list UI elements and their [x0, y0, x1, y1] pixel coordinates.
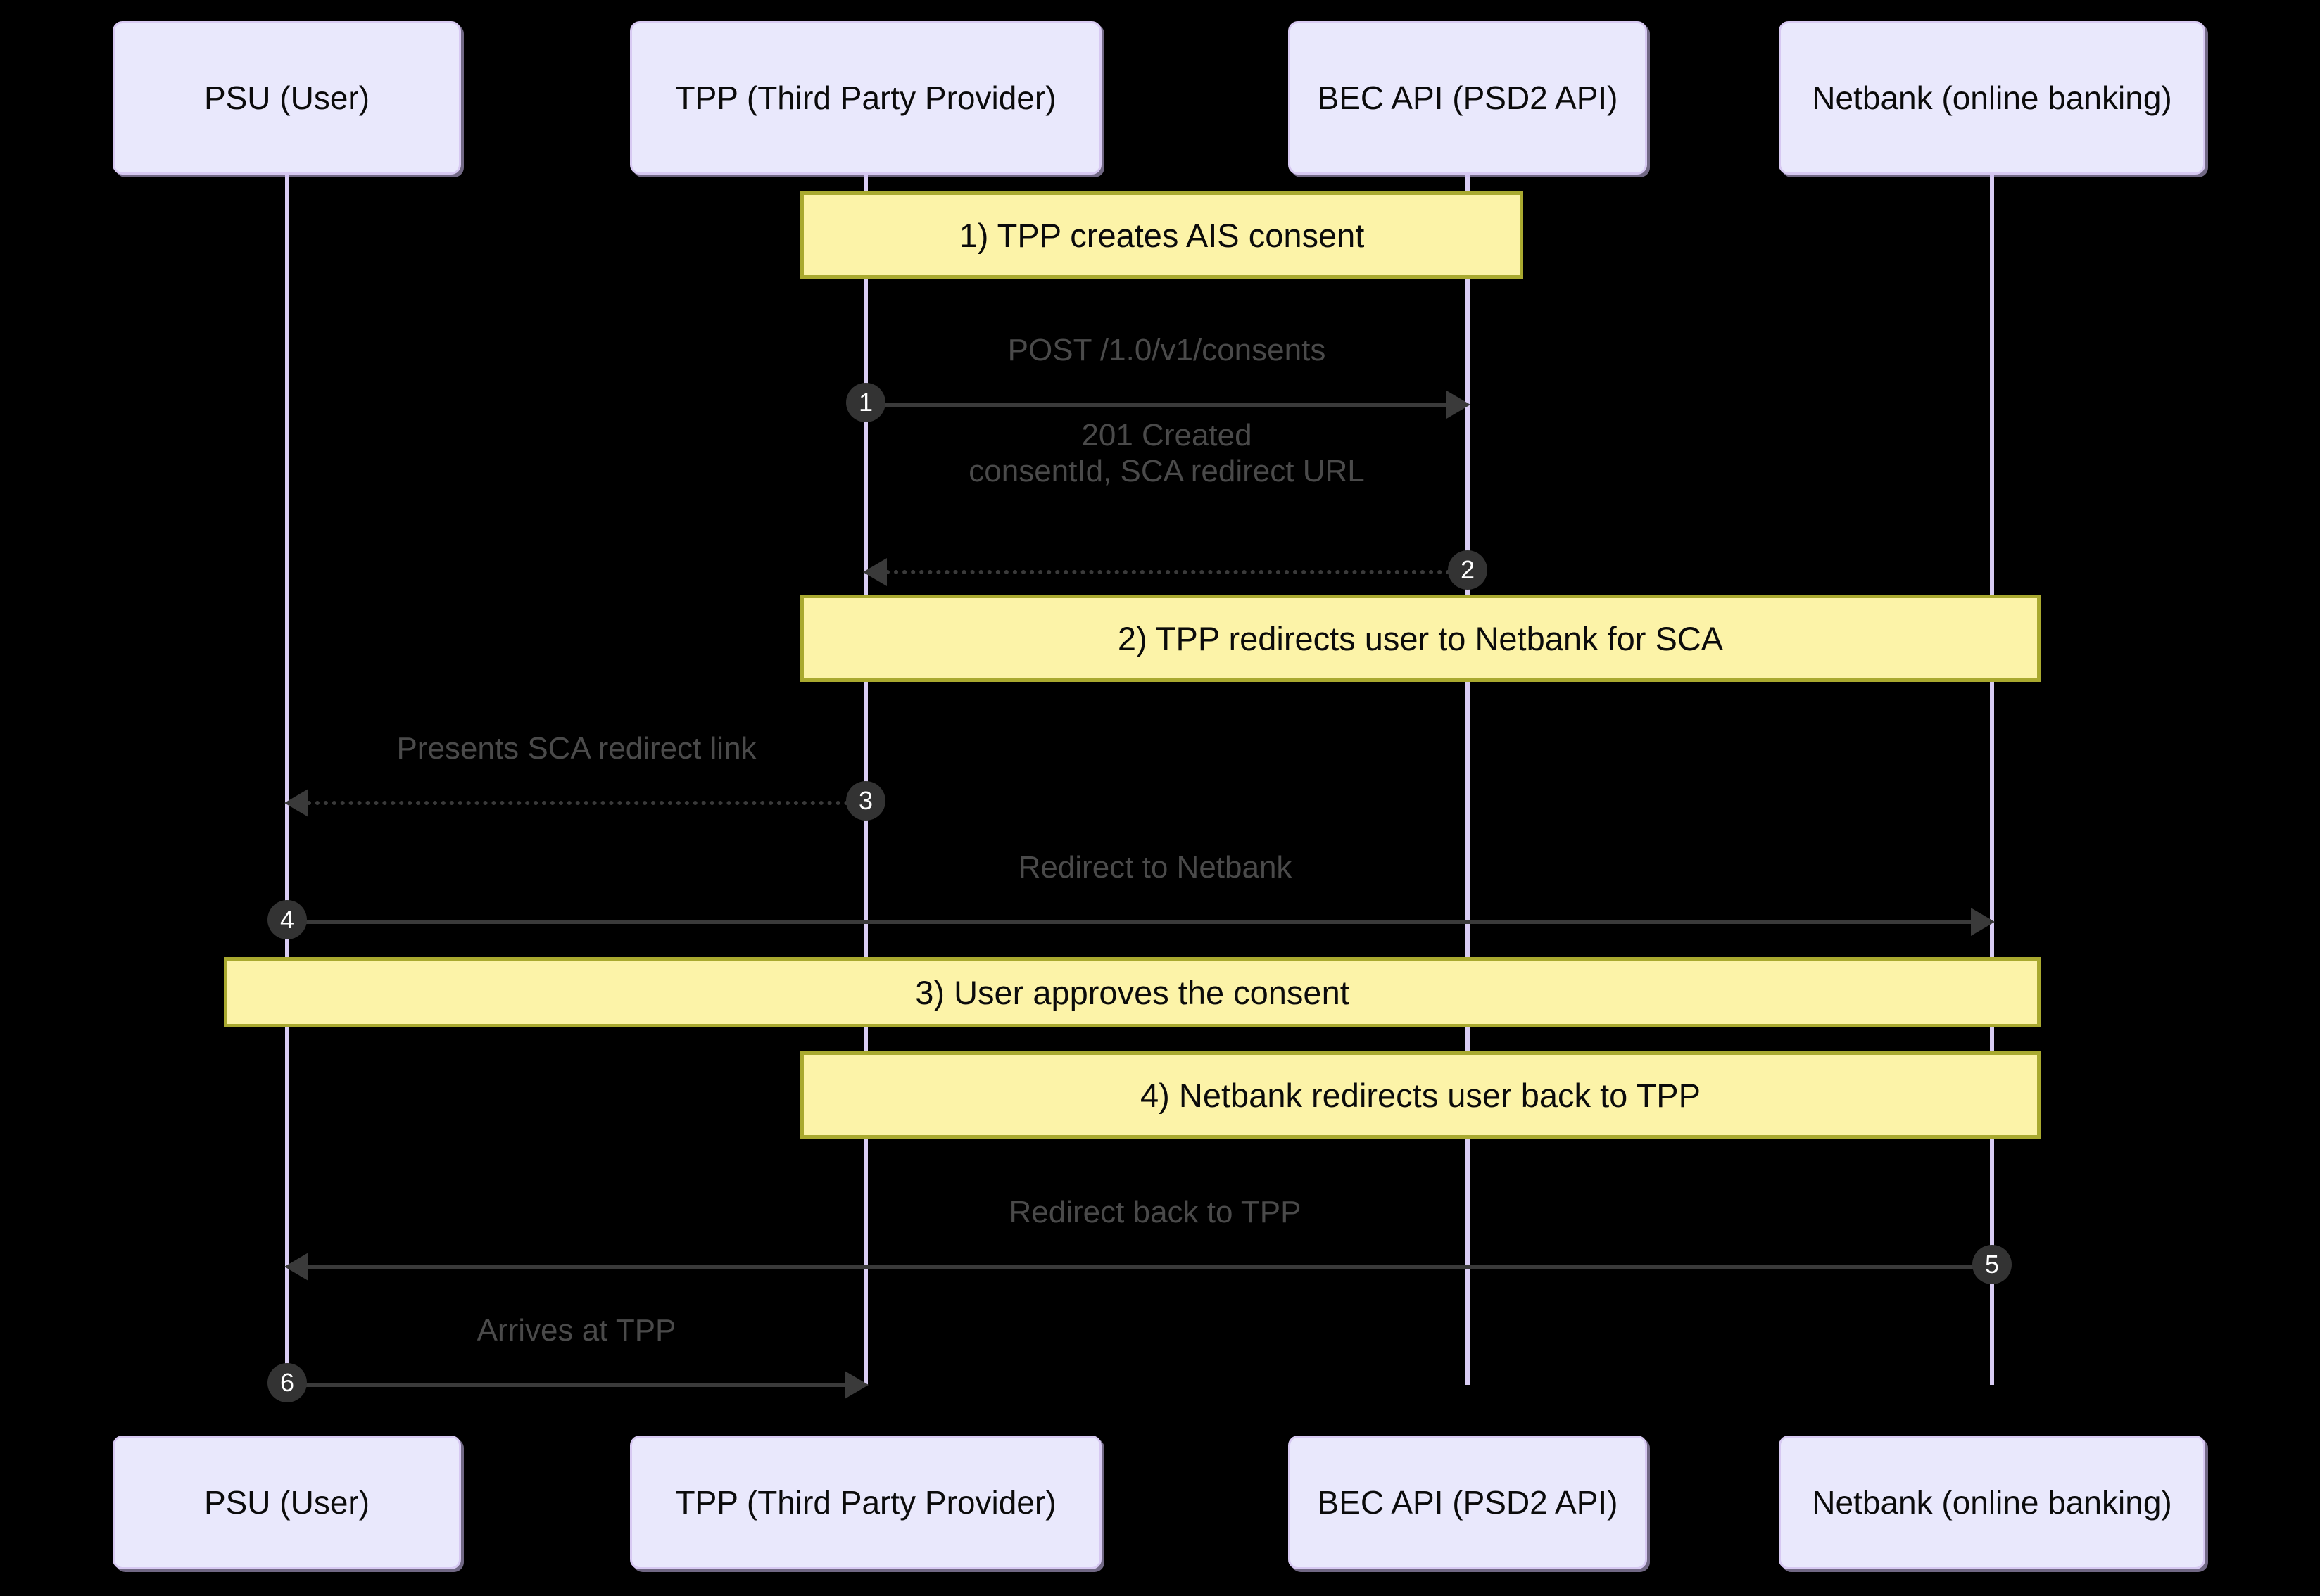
lifeline-netbank [1990, 175, 1994, 1385]
message-label-2: 201 Created consentId, SCA redirect URL [969, 418, 1365, 489]
participant-bec-bottom[interactable]: BEC API (PSD2 API) [1288, 1436, 1647, 1569]
sequence-badge-6: 6 [267, 1363, 307, 1402]
participant-label: PSU (User) [203, 1484, 370, 1521]
message-label-3: Presents SCA redirect link [396, 731, 757, 766]
note-label: 2) TPP redirects user to Netbank for SCA [1117, 619, 1724, 657]
participant-netbank-bottom[interactable]: Netbank (online banking) [1779, 1436, 2205, 1569]
message-line-2 [885, 570, 1468, 574]
lifeline-psu [285, 175, 289, 1385]
participant-label: BEC API (PSD2 API) [1317, 1484, 1618, 1521]
message-label-5: Redirect back to TPP [1009, 1195, 1301, 1229]
participant-tpp-bottom[interactable]: TPP (Third Party Provider) [630, 1436, 1102, 1569]
sequence-badge-5: 5 [1972, 1245, 2012, 1284]
arrowhead-1 [1446, 391, 1470, 419]
sequence-badge-4: 4 [267, 900, 307, 939]
participant-netbank-top[interactable]: Netbank (online banking) [1779, 21, 2205, 175]
participant-psu-top[interactable]: PSU (User) [113, 21, 461, 175]
participant-bec-top[interactable]: BEC API (PSD2 API) [1288, 21, 1647, 175]
message-line-4 [287, 920, 1972, 924]
message-line-6 [287, 1383, 846, 1387]
sequence-badge-1: 1 [846, 383, 885, 422]
arrowhead-2 [863, 558, 887, 586]
note-label: 3) User approves the consent [915, 973, 1349, 1011]
message-label-6: Arrives at TPP [477, 1313, 676, 1348]
participant-label: Netbank (online banking) [1812, 1484, 2172, 1521]
lifeline-bec [1465, 175, 1470, 1385]
arrowhead-3 [284, 789, 308, 817]
participant-label: TPP (Third Party Provider) [675, 80, 1057, 116]
arrowhead-4 [1971, 908, 1995, 936]
note-1: 1) TPP creates AIS consent [800, 191, 1523, 279]
participant-tpp-top[interactable]: TPP (Third Party Provider) [630, 21, 1102, 175]
arrowhead-5 [284, 1253, 308, 1281]
sequence-badge-2: 2 [1448, 550, 1487, 590]
lifeline-tpp [864, 175, 868, 1385]
note-2: 2) TPP redirects user to Netbank for SCA [800, 595, 2041, 682]
arrowhead-6 [845, 1371, 869, 1399]
participant-psu-bottom[interactable]: PSU (User) [113, 1436, 461, 1569]
participant-label: PSU (User) [203, 80, 370, 116]
message-label-1: POST /1.0/v1/consents [1007, 333, 1326, 367]
participant-label: Netbank (online banking) [1812, 80, 2172, 116]
message-line-1 [866, 403, 1448, 407]
message-label-4: Redirect to Netbank [1018, 850, 1292, 885]
note-3: 3) User approves the consent [224, 957, 2041, 1027]
note-4: 4) Netbank redirects user back to TPP [800, 1051, 2041, 1139]
participant-label: BEC API (PSD2 API) [1317, 80, 1618, 116]
message-line-3 [307, 801, 866, 805]
sequence-badge-3: 3 [846, 781, 885, 821]
note-label: 4) Netbank redirects user back to TPP [1140, 1076, 1701, 1114]
message-line-5 [307, 1265, 1992, 1269]
note-label: 1) TPP creates AIS consent [959, 216, 1365, 254]
participant-label: TPP (Third Party Provider) [675, 1484, 1057, 1521]
